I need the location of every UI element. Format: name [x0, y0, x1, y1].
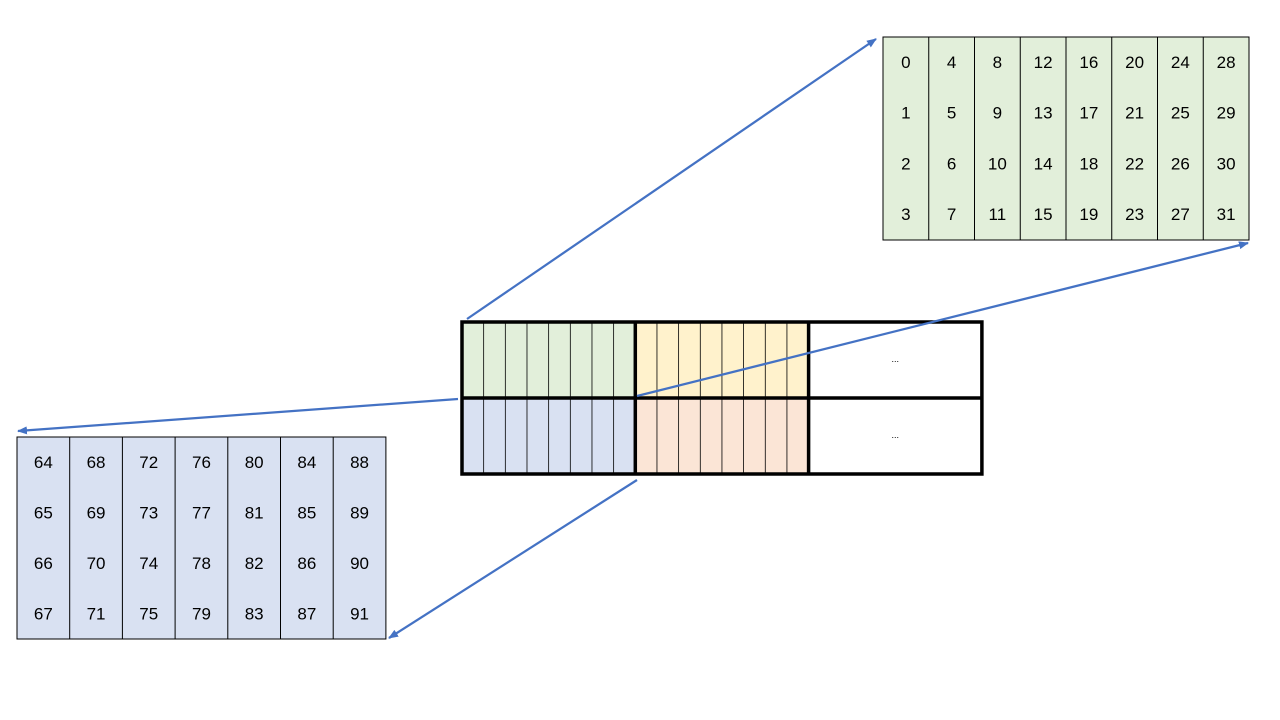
top-table-cell: 9	[993, 104, 1002, 123]
bottom-table-cell: 88	[350, 453, 369, 472]
top-table-cell: 30	[1217, 154, 1236, 173]
bottom-table-cell: 85	[297, 503, 316, 522]
top-table-cell: 21	[1125, 104, 1144, 123]
top-table-cell: 1	[901, 104, 910, 123]
top-table-cell: 16	[1079, 53, 1098, 72]
bottom-table-cell: 78	[192, 554, 211, 573]
bottom-table-cell: 89	[350, 503, 369, 522]
top-table-cell: 7	[947, 205, 956, 224]
top-table-cell: 17	[1079, 104, 1098, 123]
top-table-cell: 24	[1171, 53, 1190, 72]
top-table-cell: 19	[1079, 205, 1098, 224]
bottom-table-background	[16, 436, 387, 640]
top-table-cell: 11	[989, 205, 1007, 224]
top-table-cell: 0	[901, 53, 910, 72]
top-table-cell: 31	[1217, 205, 1236, 224]
top-table-cell: 8	[993, 53, 1002, 72]
arrow-to-bottom-table-right	[388, 479, 638, 639]
top-table-cell: 5	[947, 104, 956, 123]
block-ellipsis: ...	[891, 354, 899, 364]
bottom-table-cell: 70	[87, 554, 106, 573]
bottom-table-cell: 65	[34, 503, 53, 522]
bottom-table-cell: 82	[245, 554, 264, 573]
top-table-cell: 26	[1171, 154, 1190, 173]
bottom-table-cell: 77	[192, 503, 211, 522]
bottom-table-cell: 84	[297, 453, 316, 472]
bottom-table-cell: 87	[297, 604, 316, 623]
bottom-table-cell: 72	[139, 453, 158, 472]
arrow-to-top-table-left	[466, 38, 877, 320]
top-table-cell: 13	[1034, 104, 1053, 123]
top-table-cell: 22	[1125, 154, 1144, 173]
top-table-cell: 15	[1034, 205, 1053, 224]
top-table-cell: 4	[947, 53, 956, 72]
center-block-grid: ......	[460, 320, 984, 476]
bottom-table-cell: 75	[139, 604, 158, 623]
top-table-cell: 20	[1125, 53, 1144, 72]
bottom-table-cell: 90	[350, 554, 369, 573]
top-table-cell: 6	[947, 154, 956, 173]
arrows-layer	[17, 38, 1249, 639]
top-table-cell: 18	[1079, 154, 1098, 173]
bottom-table-cell: 69	[87, 503, 106, 522]
top-table-cell: 10	[988, 154, 1007, 173]
top-table-cell: 2	[901, 154, 910, 173]
bottom-table-cell: 86	[297, 554, 316, 573]
top-table-cell: 14	[1034, 154, 1053, 173]
top-table-cell: 23	[1125, 205, 1144, 224]
bottom-table-cell: 74	[139, 554, 158, 573]
top-table-cell: 29	[1217, 104, 1236, 123]
bottom-table-cell: 71	[87, 604, 106, 623]
block-ellipsis: ...	[891, 430, 899, 440]
bottom-table-cell: 64	[34, 453, 53, 472]
top-table-cell: 25	[1171, 104, 1190, 123]
top-table-cell: 28	[1217, 53, 1236, 72]
bottom-table-cell: 67	[34, 604, 53, 623]
arrow-to-top-table-right	[636, 241, 1249, 398]
bottom-table-cell: 80	[245, 453, 264, 472]
bottom-table-cell: 79	[192, 604, 211, 623]
bottom-table-cell: 83	[245, 604, 264, 623]
bottom-table-cell: 73	[139, 503, 158, 522]
bottom-detail-table: 64 68 72 76 80 84 88 65 69 73 77 81 85 89 66 70 74 78 82 86…	[16, 436, 387, 640]
block-top-right	[808, 322, 982, 398]
bottom-table-cell: 76	[192, 453, 211, 472]
bottom-table-cell: 68	[87, 453, 106, 472]
bottom-table-cell: 66	[34, 554, 53, 573]
block-bottom-right	[808, 398, 982, 474]
arrow-to-bottom-table-left	[17, 397, 459, 435]
bottom-table-cell: 91	[350, 604, 369, 623]
top-table-cell: 12	[1034, 53, 1053, 72]
top-table-cell: 3	[901, 205, 910, 224]
bottom-table-cell: 81	[245, 503, 264, 522]
top-table-cell: 27	[1171, 205, 1190, 224]
